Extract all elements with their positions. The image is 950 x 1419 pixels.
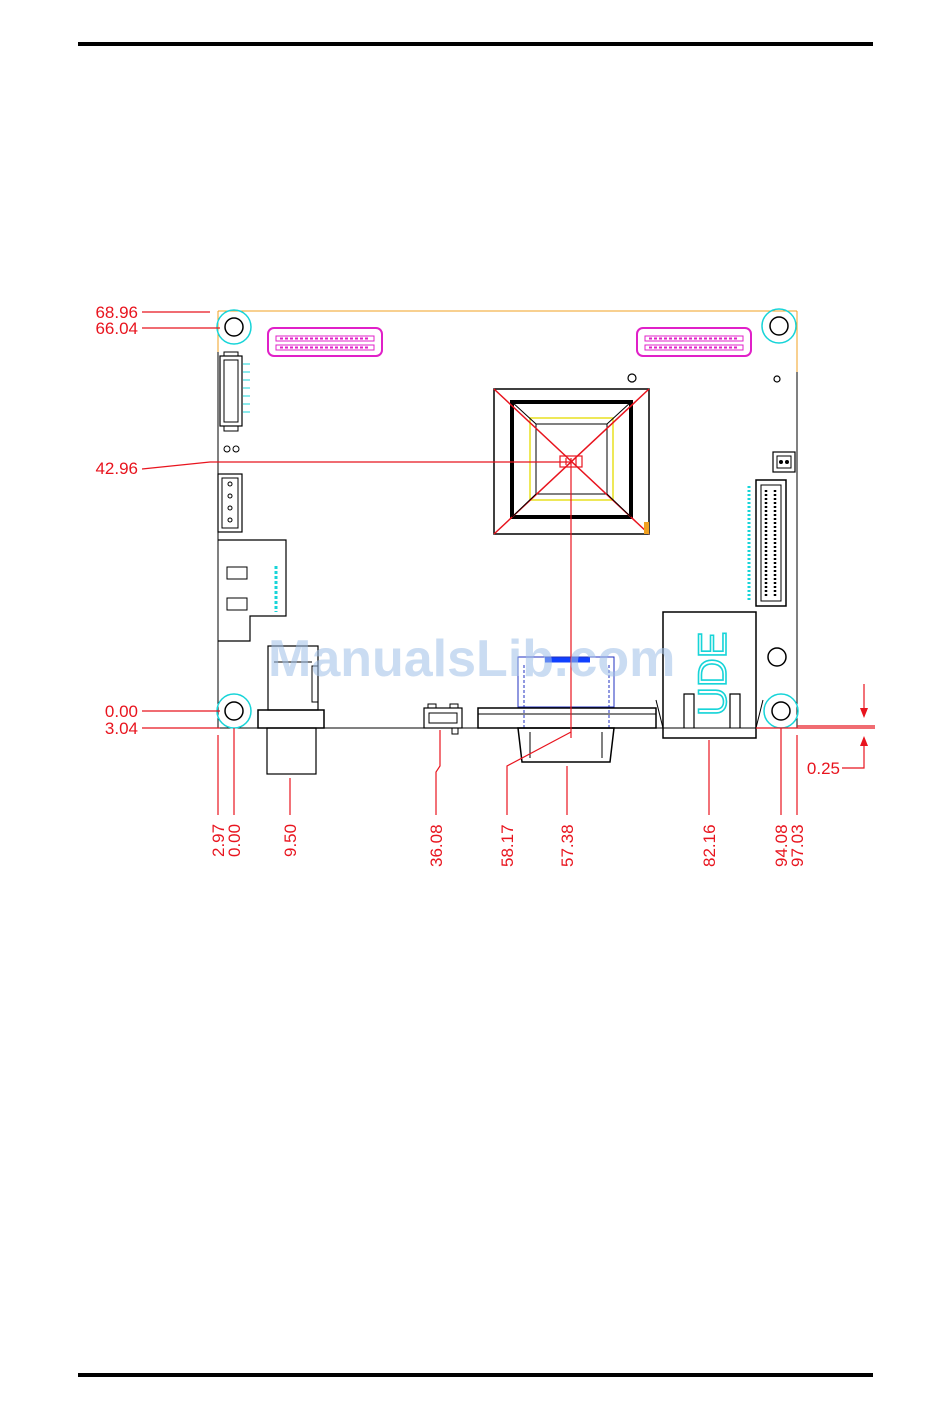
dim-label-bottom: 57.38 [558,824,577,867]
connector-left-lower [218,474,242,532]
dim-label-left: 3.04 [105,719,138,738]
dim-label-bottom: 82.16 [700,824,719,867]
dim-label-left: 42.96 [95,459,138,478]
dim-label-bottom: 9.50 [281,824,300,857]
connector-left-upper [220,352,250,431]
small-hole [224,446,230,452]
dim-label-bottom: 97.03 [788,824,807,867]
lan-label: UDE [691,632,735,716]
small-hole [628,374,636,382]
sd-socket [218,540,286,641]
dim-label-right: 0.25 [807,759,840,778]
small-hole [774,376,780,382]
dim-label-bottom: 36.08 [427,824,446,867]
header-small [773,452,795,472]
dim-label-left: 66.04 [95,319,138,338]
dim-label-bottom: 58.17 [498,824,517,867]
connector-top-right [637,328,751,356]
dim-label-bottom: 0.00 [225,824,244,857]
mounting-hole-bottom-right [764,694,798,728]
mounting-hole-bottom-left [217,694,251,728]
mounting-hole-top-left [217,310,251,344]
small-hole [768,648,786,666]
mounting-hole-top-right [762,309,796,343]
connector-top-left [268,328,382,356]
watermark: ManualsLib.com [268,630,675,688]
header-pin-array [749,480,786,606]
small-hole [233,446,239,452]
switch [424,704,462,734]
